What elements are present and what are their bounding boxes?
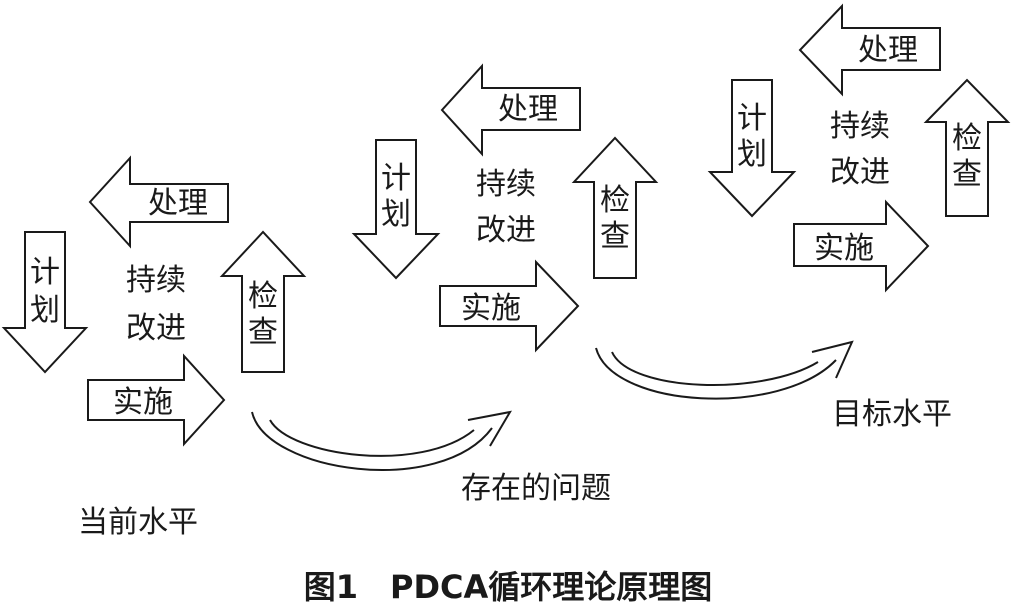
cycle-1-center-label: 持续改进 xyxy=(126,263,186,346)
cycle-1-check-arrow xyxy=(219,230,307,373)
cycle-2-act-arrow xyxy=(440,63,581,157)
cycle-2-check-label: 检查 xyxy=(600,183,630,254)
target-level-label: 目标水平 xyxy=(832,397,952,432)
cycle-3-do-arrow xyxy=(793,199,930,293)
cycle-2-plan-arrow xyxy=(351,139,441,280)
cycle-3-check-label: 检查 xyxy=(952,121,982,192)
cycle-3-check-arrow xyxy=(923,78,1011,217)
cycle-1-act-label: 处理 xyxy=(148,186,208,221)
cycle-3-center-label: 持续改进 xyxy=(830,109,890,190)
cycle-1: 处理 计划 持续改进 检查 实施 xyxy=(1,155,307,447)
cycle-2-center-label: 持续改进 xyxy=(476,167,536,248)
transition-arrow-1 xyxy=(251,410,512,471)
cycle-3-do-label: 实施 xyxy=(814,231,874,266)
current-level-label: 当前水平 xyxy=(78,505,198,540)
cycle-1-act-arrow xyxy=(88,155,229,249)
cycle-2-plan-label: 计划 xyxy=(381,161,411,232)
cycle-2-act-label: 处理 xyxy=(498,92,558,127)
cycle-1-do-arrow xyxy=(87,353,226,447)
cycle-1-plan-arrow xyxy=(1,231,89,374)
cycle-2-do-arrow xyxy=(439,259,580,353)
cycle-3-act-arrow xyxy=(798,3,941,97)
cycle-1-check-label: 检查 xyxy=(248,279,278,350)
cycle-2-check-arrow xyxy=(571,136,659,279)
cycle-2-do-label: 实施 xyxy=(461,291,521,326)
cycle-1-do-label: 实施 xyxy=(113,385,173,420)
transition-arrow-2 xyxy=(595,340,854,400)
cycle-3-plan-arrow xyxy=(707,79,797,218)
cycle-2: 处理 计划 持续改进 检查 实施 xyxy=(351,63,659,353)
cycle-3-act-label: 处理 xyxy=(858,33,918,68)
cycle-3-plan-label: 计划 xyxy=(737,101,767,172)
figure-caption: 图1 PDCA循环理论原理图 xyxy=(304,568,713,606)
cycle-3: 处理 计划 持续改进 检查 实施 xyxy=(707,3,1011,293)
cycle-1-plan-label: 计划 xyxy=(30,255,60,328)
existing-problems-label: 存在的问题 xyxy=(461,471,611,506)
